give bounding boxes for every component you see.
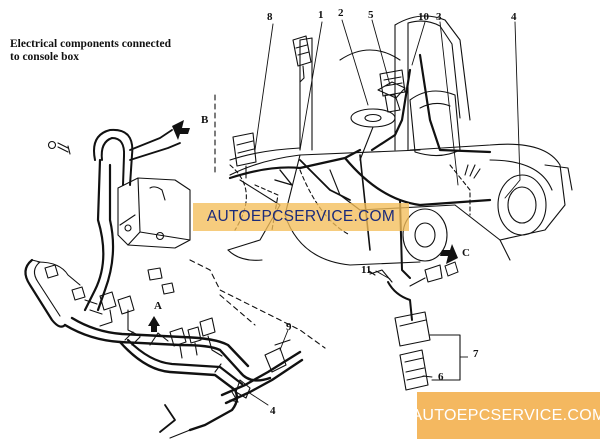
connector-6 xyxy=(399,349,429,391)
callout-3: 3 xyxy=(436,11,442,23)
view-label-A: A xyxy=(154,300,162,312)
view-label-B: B xyxy=(201,114,209,126)
harness-connector-11 xyxy=(368,264,443,347)
callout-6: 6 xyxy=(438,371,444,383)
callout-10: 10 xyxy=(418,11,430,23)
view-label-C: C xyxy=(462,247,470,259)
forklift-body-illustration xyxy=(227,15,573,279)
callout-8: 8 xyxy=(267,11,273,23)
connector-8-lower xyxy=(232,132,257,179)
connector-5 xyxy=(379,69,406,97)
callout-1: 1 xyxy=(318,9,324,21)
view-arrow-A xyxy=(148,316,160,332)
console-box-bracket xyxy=(117,177,191,249)
title-line-2: to console box xyxy=(10,51,79,63)
view-arrow-B xyxy=(172,120,190,140)
connector-8-upper xyxy=(292,35,312,83)
callout-9: 9 xyxy=(286,321,292,333)
title-line-1: Electrical components connected xyxy=(10,38,171,50)
callout-4-bottom: 4 xyxy=(270,405,276,417)
callout-4-top: 4 xyxy=(511,11,517,23)
callout-5: 5 xyxy=(368,9,374,21)
view-arrow-C xyxy=(440,244,458,264)
callout-11: 11 xyxy=(361,264,371,276)
watermark-center: AUTOEPCSERVICE.COM xyxy=(193,203,409,231)
harness-left xyxy=(24,128,272,439)
connector-c xyxy=(444,261,459,277)
diagram-title: Electrical components connected to conso… xyxy=(10,38,171,64)
callout-2: 2 xyxy=(338,7,344,19)
harness-bottom-right xyxy=(220,339,304,405)
watermark-corner: AUTOEPCSERVICE.COM xyxy=(411,392,600,439)
leader-lines xyxy=(247,19,521,406)
callout-7: 7 xyxy=(473,348,479,360)
